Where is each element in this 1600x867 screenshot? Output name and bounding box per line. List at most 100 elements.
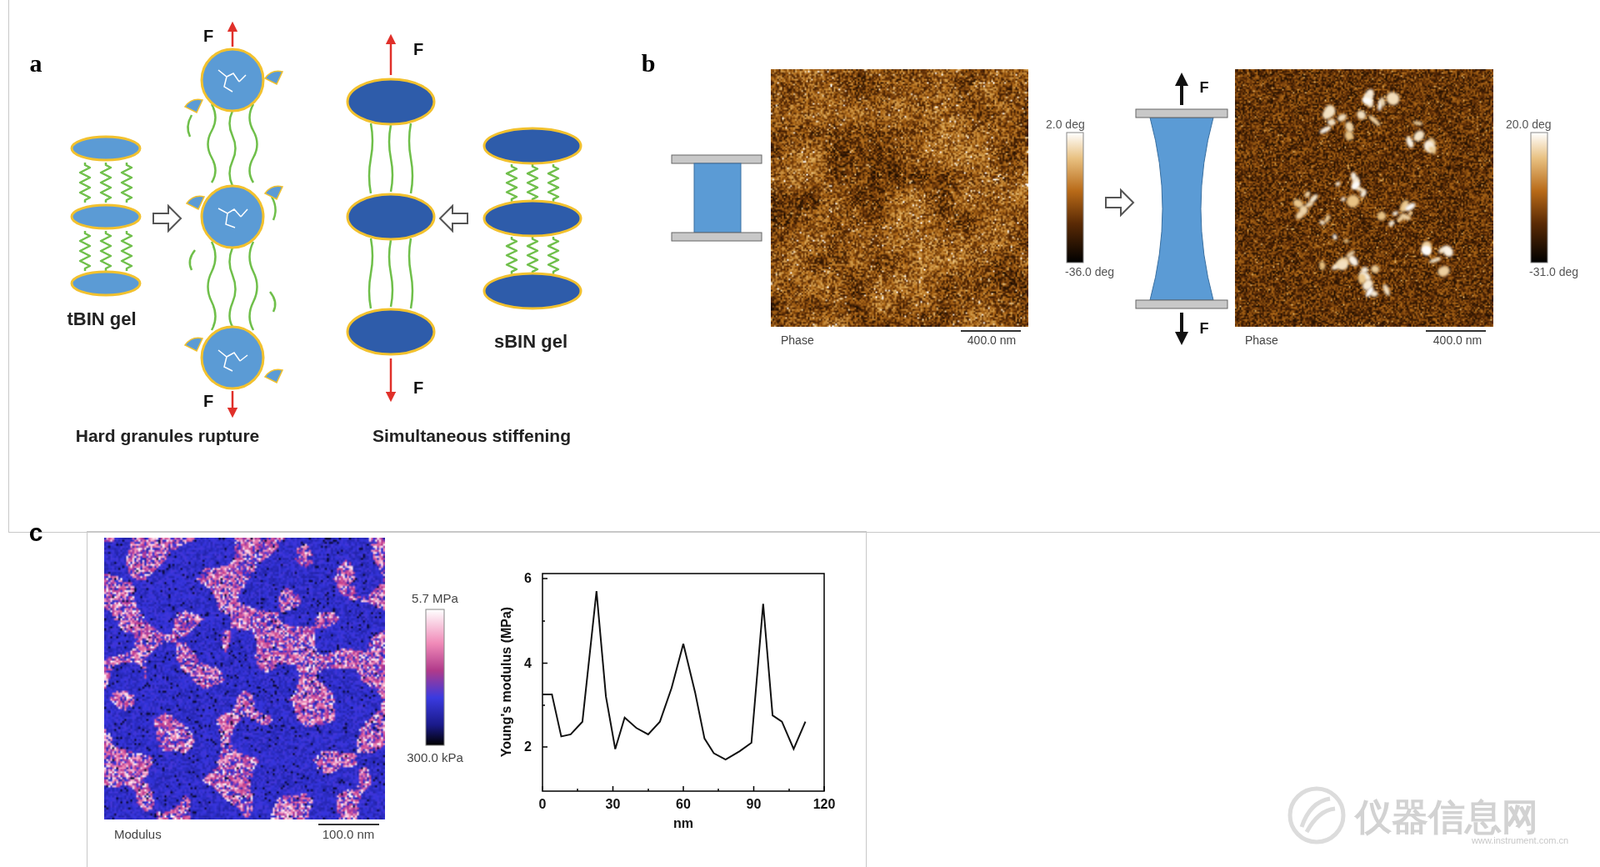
colorbar-min: 300.0 kPa (406, 750, 464, 765)
watermark: 仪器信息网 (1355, 795, 1539, 839)
sample-label: sBIN gel (494, 330, 568, 352)
gel-sample (694, 163, 741, 233)
scale-bar (1425, 330, 1486, 332)
tick-label: 6 (524, 570, 532, 586)
gel-sample (671, 232, 762, 241)
sbin-granules (484, 200, 581, 236)
tbin-granules (71, 136, 140, 295)
stretched-chains (187, 115, 192, 137)
stretched-gel-sample (1135, 79, 1228, 339)
stretched-chains (190, 250, 195, 270)
stretched-gel-sample (1135, 109, 1228, 118)
scale-bar (318, 823, 380, 825)
stretched-chains (409, 238, 413, 309)
stretched-chains (208, 104, 216, 183)
ruptured-granules (185, 49, 283, 389)
mechanism-caption: Simultaneous stiffening (372, 425, 571, 446)
tbin-springs (80, 162, 90, 203)
afm-modulus-image (104, 537, 385, 820)
scale-label: 100.0 nm (322, 826, 375, 841)
ruptured-granules (201, 185, 264, 248)
stiff-granules (347, 309, 435, 355)
stretched-gel-sample (1180, 312, 1184, 339)
ruptured-granules (201, 326, 264, 389)
ruptured-granules (218, 70, 246, 92)
sbin-springs (506, 236, 517, 275)
panel-letter: c (29, 518, 44, 548)
force-arrow (390, 39, 393, 75)
sbin-springs (548, 164, 559, 202)
gel-sample (671, 155, 762, 241)
sbin-granules (484, 273, 581, 309)
sbin-granules (484, 128, 581, 309)
force-label: F (203, 26, 214, 46)
stretched-chains (187, 104, 275, 330)
stretched-chains (230, 110, 236, 186)
channel-label: Phase (1245, 333, 1279, 347)
force-arrow (231, 390, 235, 413)
stretched-chains (270, 291, 275, 312)
color-bar (1530, 132, 1548, 263)
afm-phase-image (770, 69, 1029, 327)
tick-label: 30 (605, 796, 621, 812)
stretched-chains (369, 123, 373, 194)
color-bar (1066, 132, 1084, 263)
chart-frame (542, 573, 825, 791)
panel-letter: b (641, 49, 656, 79)
color-bar (425, 609, 445, 745)
ruptured-granules (265, 70, 283, 85)
tbin-springs (121, 162, 132, 203)
stretched-chains (250, 241, 258, 330)
colorbar-max: 2.0 deg (1045, 117, 1085, 131)
stretched-chains (250, 104, 258, 183)
tbin-springs (100, 162, 111, 203)
sbin-springs (527, 164, 538, 202)
tick-label: 4 (524, 655, 532, 670)
chart-frame (542, 785, 825, 791)
ruptured-granules (265, 369, 283, 383)
colorbar-max: 5.7 MPa (411, 590, 459, 605)
stretched-chains (271, 196, 276, 220)
scale-label: 400.0 nm (967, 333, 1016, 347)
force-label: F (1200, 320, 1210, 338)
sample-label: tBIN gel (66, 308, 136, 330)
scale-label: 400.0 nm (1433, 333, 1482, 347)
watermark-logo (1290, 788, 1344, 842)
sbin-springs (506, 164, 517, 202)
tbin-granules (71, 205, 140, 229)
ruptured-granules (265, 185, 283, 200)
channel-label: Modulus (114, 826, 162, 841)
watermark-logo (1290, 788, 1344, 842)
tick-label: 120 (813, 796, 836, 812)
modulus-profile-line (542, 590, 806, 760)
stretched-gel-sample (1180, 79, 1184, 105)
colorbar-max: 20.0 deg (1505, 117, 1552, 131)
force-arrow (231, 26, 235, 47)
tick-label: 0 (539, 796, 547, 812)
axis-title: Young's modulus (MPa) (499, 606, 515, 757)
scale-bar (960, 330, 1021, 332)
colorbar-min: -31.0 deg (1529, 265, 1579, 279)
process-arrow (1105, 190, 1134, 215)
panel-letter: a (30, 49, 43, 79)
force-label: F (203, 391, 214, 411)
stretched-chains (389, 240, 393, 307)
process-arrow (440, 205, 468, 231)
ruptured-granules (186, 195, 205, 210)
stretched-chains (409, 123, 413, 194)
force-label: F (413, 378, 424, 398)
stiff-granules (347, 79, 435, 125)
ruptured-granules (201, 49, 264, 111)
watermark-logo (1301, 798, 1335, 832)
stiff-granules (347, 194, 435, 240)
tbin-springs (121, 230, 132, 271)
stretched-chains (389, 125, 393, 192)
scale-bar (318, 330, 1486, 825)
tick-label: 90 (746, 796, 762, 812)
axis-title: nm (673, 815, 694, 831)
stretched-chains (369, 238, 373, 309)
stretched-chains (208, 241, 216, 330)
tick-label: 60 (675, 796, 691, 812)
tick-label: 2 (524, 739, 532, 755)
